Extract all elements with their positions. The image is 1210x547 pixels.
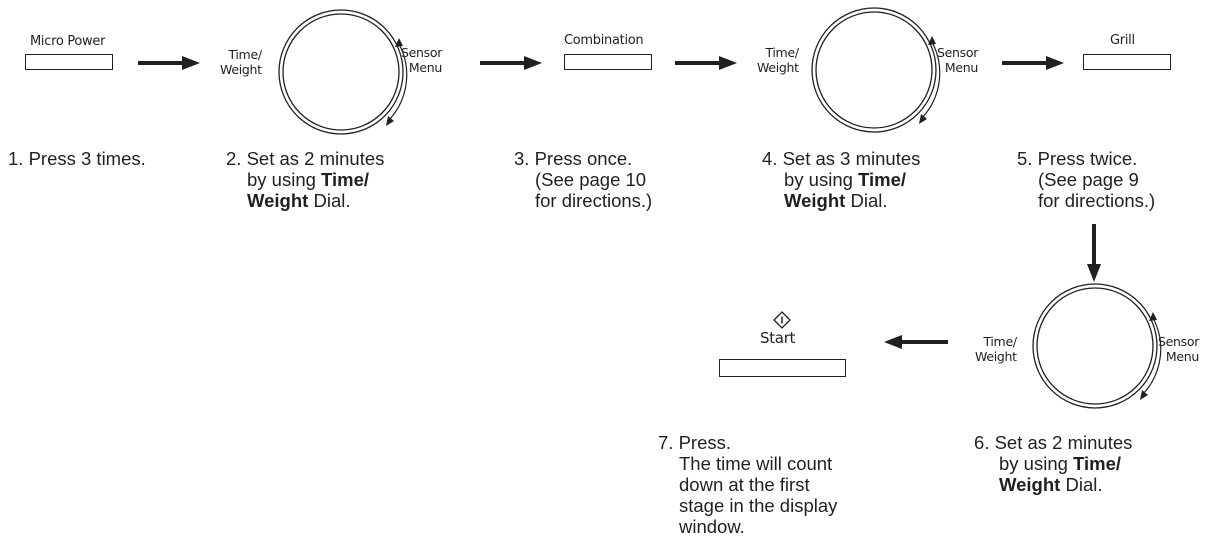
micro-power-label: Micro Power	[30, 34, 106, 49]
dial3-time-weight-label: Time/Weight	[975, 334, 1017, 364]
dial2-time-weight-label: Time/Weight	[757, 45, 799, 75]
micro-power-button[interactable]	[25, 54, 113, 70]
time-weight-dial-1[interactable]	[271, 2, 411, 142]
grill-label: Grill	[1110, 33, 1135, 48]
time-weight-dial-2[interactable]	[804, 0, 944, 140]
step-4-caption: 4. Set as 3 minutes by using Time/ Weigh…	[762, 148, 921, 211]
start-label: Start	[760, 329, 796, 347]
arrow-down	[1087, 224, 1101, 282]
start-icon	[773, 311, 791, 329]
combination-label: Combination	[564, 33, 644, 48]
arrow-right-2	[480, 56, 542, 70]
arrow-right-3	[675, 56, 737, 70]
dial1-time-weight-label: Time/Weight	[220, 47, 262, 77]
step-5-caption: 5. Press twice. (See page 9 for directio…	[1017, 148, 1156, 211]
arrow-left	[884, 335, 948, 349]
start-button[interactable]	[719, 359, 846, 377]
step-1-caption: 1. Press 3 times.	[8, 148, 146, 169]
arrow-right-4	[1002, 56, 1064, 70]
combination-button[interactable]	[564, 54, 652, 70]
step-2-caption: 2. Set as 2 minutes by using Time/ Weigh…	[226, 148, 385, 211]
arrow-right-1	[138, 56, 200, 70]
time-weight-dial-3[interactable]	[1025, 276, 1165, 416]
step-3-caption: 3. Press once. (See page 10 for directio…	[514, 148, 653, 211]
step-7-caption: 7. Press. The time will count down at th…	[658, 432, 838, 537]
step-6-caption: 6. Set as 2 minutes by using Time/ Weigh…	[974, 432, 1133, 495]
grill-button[interactable]	[1083, 54, 1171, 70]
